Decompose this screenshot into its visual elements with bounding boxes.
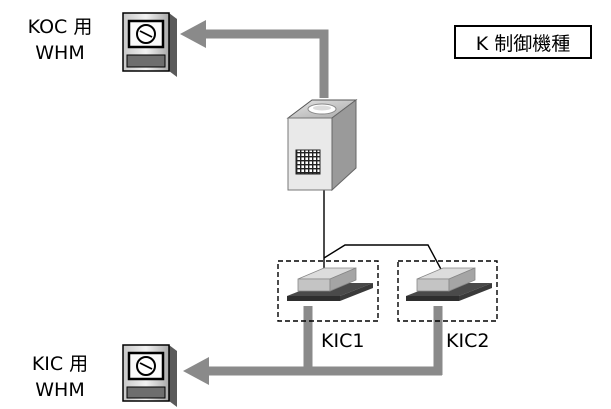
indoor-unit-icon: [406, 268, 492, 301]
outdoor-unit-icon: [288, 100, 356, 190]
indoor-unit-label-kic1: KIC1: [321, 330, 364, 352]
indoor-unit-label-kic2: KIC2: [446, 330, 489, 352]
indoor-unit-icon: [287, 268, 373, 301]
kic-meter-label: KIC 用 WHM: [4, 353, 116, 401]
kic-meter-label-line1: KIC 用: [4, 353, 116, 375]
koc-meter-label-line2: WHM: [4, 42, 116, 64]
koc-meter-label-line1: KOC 用: [4, 16, 116, 38]
koc-flow-arrow: [180, 20, 324, 98]
watt-hour-meter-icon: [123, 13, 177, 77]
model-title: K 制御機種: [454, 25, 592, 59]
koc-meter-label: KOC 用 WHM: [4, 16, 116, 64]
kic-flow-arrow: [183, 306, 442, 385]
watt-hour-meter-icon: [123, 345, 177, 407]
kic-meter-label-line2: WHM: [4, 379, 116, 401]
